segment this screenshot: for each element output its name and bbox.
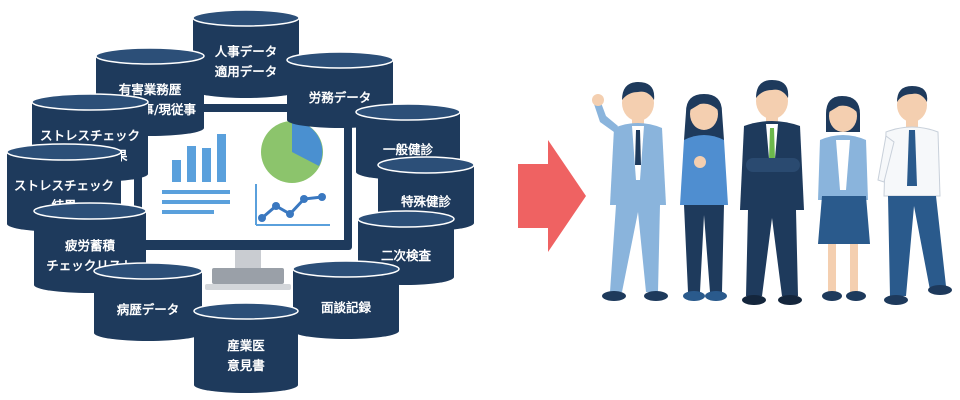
cylinder-body: [193, 18, 299, 98]
database-cylinder-byoureki: 病歴データ: [93, 262, 203, 341]
cylinder-top: [357, 210, 455, 228]
cylinder-label: 適用データ: [215, 64, 278, 79]
cylinder-top: [95, 47, 205, 65]
cylinder-label: 病歴データ: [117, 302, 180, 317]
database-cylinder-roumu: 労務データ: [286, 51, 394, 128]
cylinder-label: 二次検査: [381, 248, 432, 263]
cylinder-label: 面談記録: [321, 300, 372, 315]
arrow-right-icon: [518, 140, 586, 252]
cylinder-label: 特殊健診: [401, 194, 452, 209]
pie-chart-icon: [261, 121, 323, 183]
person-4: [818, 96, 870, 301]
cylinder-top: [192, 9, 300, 27]
cylinder-body: [94, 271, 202, 341]
bar-chart-icon: [162, 134, 230, 214]
cylinder-label: 産業医: [227, 338, 265, 353]
person-5: [877, 86, 952, 305]
database-cylinder-mendan: 面談記録: [292, 260, 400, 339]
cylinder-label: 人事データ: [215, 44, 278, 59]
person-1: [592, 82, 668, 301]
cylinder-body: [194, 311, 298, 393]
line-chart-icon: [255, 184, 330, 226]
business-people-illustration: [592, 80, 952, 305]
person-2: [680, 94, 728, 301]
cylinder-body: [293, 269, 399, 339]
cylinder-top: [93, 262, 203, 280]
cylinder-label: 意見書: [227, 358, 265, 373]
cylinder-top: [355, 103, 461, 121]
cylinder-top: [6, 143, 122, 161]
cylinder-label: 有害業務歴: [119, 82, 182, 97]
cylinder-label: 一般健診: [383, 142, 434, 157]
person-3: [740, 80, 804, 305]
cylinder-top: [193, 302, 299, 320]
cylinder-top: [377, 156, 475, 174]
cylinder-label: ストレスチェック: [14, 178, 114, 193]
cylinder-top: [31, 93, 149, 111]
cylinder-label: 疲労蓄積: [65, 238, 116, 253]
cylinder-top: [292, 260, 400, 278]
cylinder-label: ストレスチェック: [40, 128, 140, 143]
cylinder-label: 労務データ: [309, 90, 372, 105]
database-cylinders: 人事データ適用データ有害業務歴過去従事/現従事労務データストレスチェック集団分析…: [6, 9, 475, 393]
cylinder-top: [33, 202, 147, 220]
cylinder-top: [286, 51, 394, 69]
